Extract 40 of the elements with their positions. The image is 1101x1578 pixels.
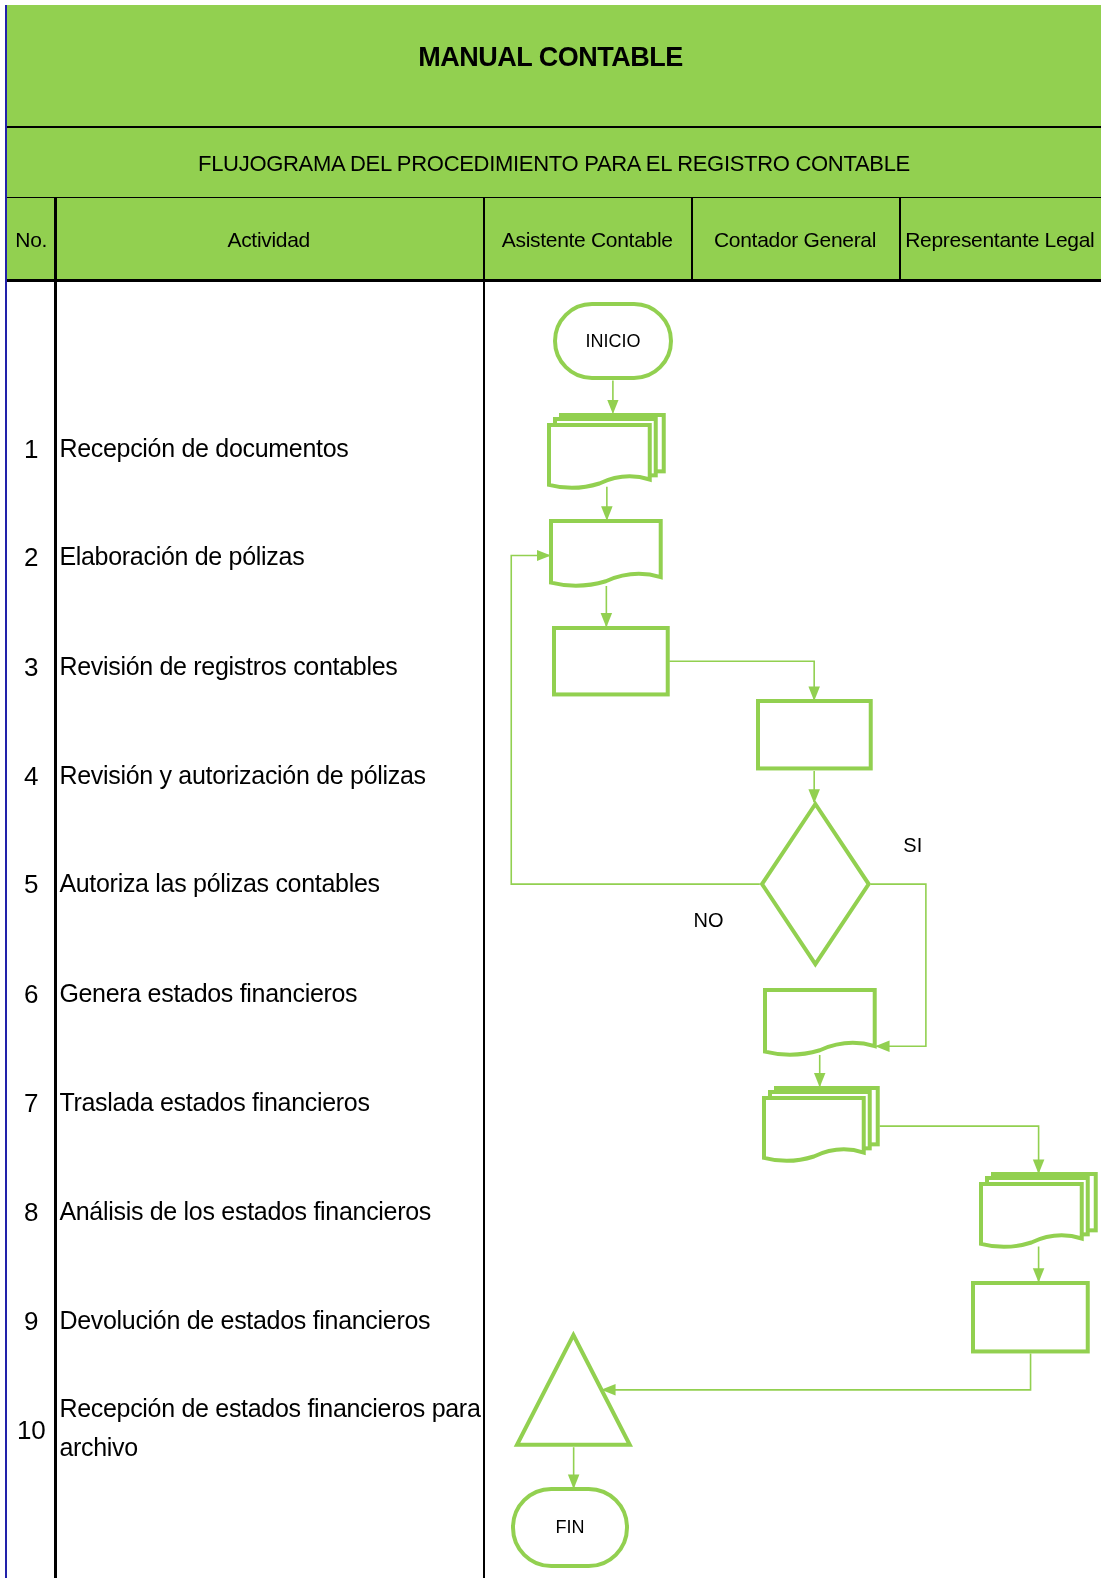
activity-text: Autoriza las pólizas contables <box>59 868 380 900</box>
row-number: 8 <box>24 1195 39 1229</box>
column-header: Actividad <box>227 227 310 254</box>
terminal-label: INICIO <box>585 330 641 352</box>
row-number: 9 <box>24 1305 39 1339</box>
row-number: 6 <box>24 978 39 1012</box>
arrow <box>1032 1245 1045 1283</box>
terminal-label: FIN <box>555 1517 585 1539</box>
row-number: 1 <box>24 432 39 466</box>
row-number: 4 <box>24 759 39 793</box>
activity-text: Devolución de estados financieros <box>59 1305 431 1337</box>
row-number: 3 <box>24 651 39 685</box>
activity-text: Genera estados financieros <box>59 978 358 1010</box>
arrow <box>567 1446 580 1489</box>
subtitle: FLUJOGRAMA DEL PROCEDIMIENTO PARA EL REGISTRO CONTABLE <box>198 149 910 178</box>
activity-text: Revisión de registros contables <box>59 651 398 683</box>
activity-text: Revisión y autorización de pólizas <box>59 759 426 791</box>
title: MANUAL CONTABLE <box>418 42 683 74</box>
arrow <box>668 660 820 701</box>
row-number: 2 <box>24 541 39 575</box>
row-number: 5 <box>24 868 39 902</box>
arrow <box>813 1054 826 1088</box>
column-header: Asistente Contable <box>501 227 673 254</box>
activity-text: Traslada estados financieros <box>59 1086 370 1118</box>
row-number: 10 <box>17 1413 46 1447</box>
activity-text: Análisis de los estados financieros <box>59 1195 432 1227</box>
arrow <box>869 883 927 1052</box>
activity-text: Recepción de estados financieros para archivo <box>59 1392 482 1463</box>
column-header: Representante Legal <box>905 227 1095 254</box>
arrow <box>601 485 613 521</box>
arrow <box>607 379 619 415</box>
arrow <box>808 770 820 804</box>
column-header: Contador General <box>713 227 877 254</box>
arrow <box>510 549 761 885</box>
row-number: 7 <box>24 1086 39 1120</box>
activity-text: Elaboración de pólizas <box>59 541 305 573</box>
arrow <box>878 1125 1045 1174</box>
activity-text: Recepción de documentos <box>59 432 349 464</box>
arrow <box>600 585 613 628</box>
column-header: No. <box>15 227 48 254</box>
